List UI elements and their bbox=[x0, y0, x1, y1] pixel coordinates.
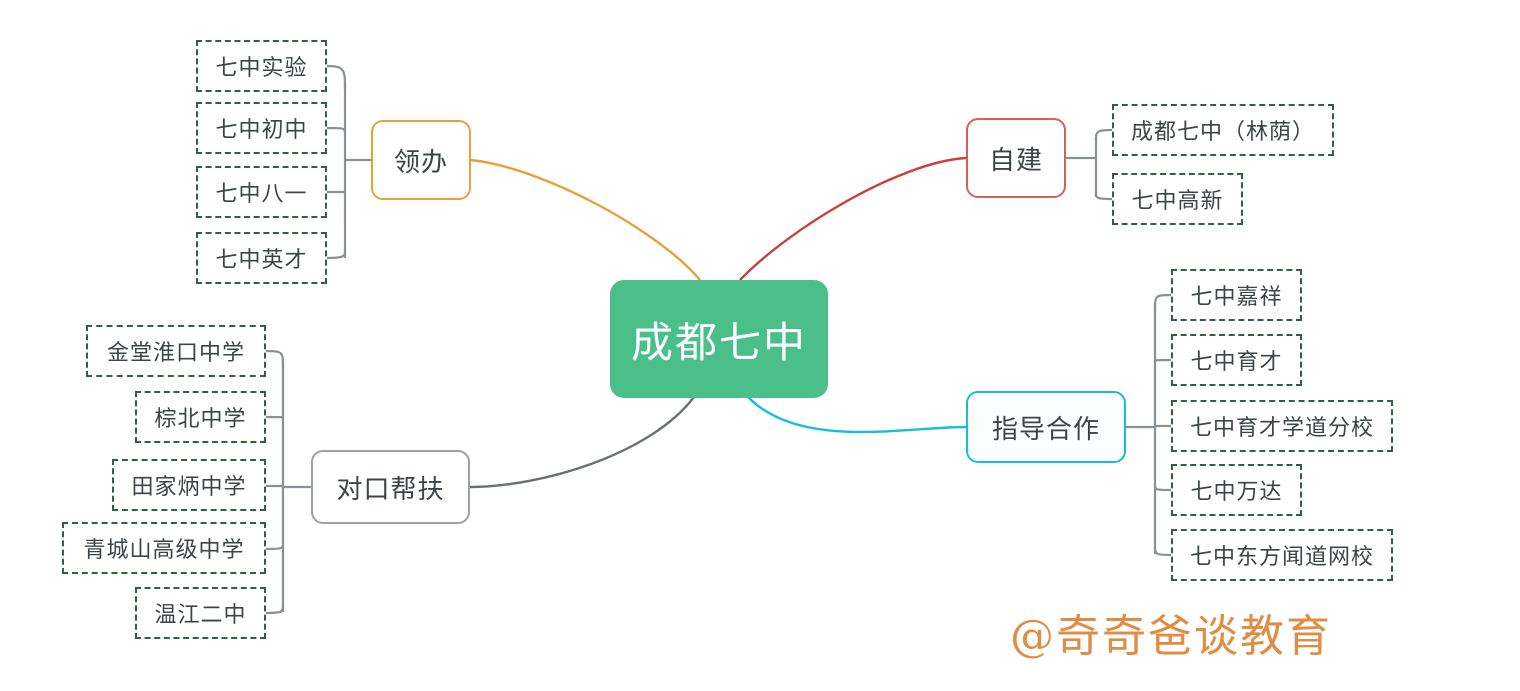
root-node-label: 成都七中 bbox=[630, 318, 807, 366]
leaf-node[interactable]: 七中英才 bbox=[196, 232, 327, 284]
edge-root-zijian bbox=[739, 156, 967, 281]
leaf-node[interactable]: 七中东方闻道网校 bbox=[1171, 529, 1393, 581]
leaf-node[interactable]: 七中嘉祥 bbox=[1171, 269, 1302, 321]
watermark-text: @奇奇爸谈教育 bbox=[1010, 611, 1332, 662]
edge-duikou-leaf-4 bbox=[265, 603, 285, 615]
leaf-node[interactable]: 青城山高级中学 bbox=[62, 522, 266, 574]
edge-lingban-leaf-3 bbox=[326, 249, 347, 260]
leaf-label: 七中高新 bbox=[1131, 188, 1224, 213]
edge-lingban-leaf-1 bbox=[326, 126, 347, 135]
branch-label-lingban: 领办 bbox=[393, 146, 448, 177]
leaf-label: 七中实验 bbox=[215, 55, 308, 80]
branch-label-duikoubangfu: 对口帮扶 bbox=[336, 473, 445, 504]
leaf-label: 田家炳中学 bbox=[131, 474, 247, 499]
leaf-label: 棕北中学 bbox=[154, 406, 247, 431]
leaf-node[interactable]: 七中高新 bbox=[1112, 173, 1243, 225]
leaf-label: 金堂淮口中学 bbox=[106, 340, 245, 365]
leaf-node[interactable]: 七中育才 bbox=[1171, 334, 1302, 386]
edge-root-duikou bbox=[469, 396, 695, 489]
branch-node-lingban[interactable]: 领办 bbox=[371, 120, 471, 200]
leaf-label: 七中育才学道分校 bbox=[1189, 415, 1374, 440]
edge-duikou-leaf-0 bbox=[265, 349, 285, 369]
leaf-label: 成都七中（林荫） bbox=[1130, 119, 1315, 144]
leaf-label: 七中初中 bbox=[215, 117, 308, 142]
leaf-label: 七中英才 bbox=[215, 247, 308, 272]
leaf-node[interactable]: 温江二中 bbox=[135, 587, 266, 639]
leaf-node[interactable]: 七中万达 bbox=[1171, 464, 1302, 516]
leaf-node[interactable]: 七中育才学道分校 bbox=[1171, 400, 1393, 452]
leaf-label: 七中嘉祥 bbox=[1190, 284, 1283, 309]
leaf-node[interactable]: 田家炳中学 bbox=[112, 459, 266, 511]
edge-root-lingban bbox=[470, 158, 701, 281]
leaf-node[interactable]: 七中初中 bbox=[196, 102, 327, 154]
leaf-node[interactable]: 金堂淮口中学 bbox=[86, 325, 266, 377]
branch-label-zhidaohezuo: 指导合作 bbox=[991, 413, 1100, 444]
edge-zijian-leaf-1 bbox=[1094, 191, 1113, 201]
edge-lingban-leaf-0 bbox=[326, 64, 347, 91]
leaf-node[interactable]: 成都七中（林荫） bbox=[1112, 104, 1334, 156]
edge-zhidao-leaf-1 bbox=[1153, 358, 1172, 363]
root-node[interactable]: 成都七中 bbox=[610, 280, 828, 398]
leaf-node[interactable]: 七中实验 bbox=[196, 40, 327, 92]
leaf-label: 七中八一 bbox=[215, 181, 308, 206]
branch-node-zijian[interactable]: 自建 bbox=[966, 118, 1066, 198]
leaf-label: 七中育才 bbox=[1190, 349, 1283, 374]
branch-node-duikoubangfu[interactable]: 对口帮扶 bbox=[311, 450, 470, 524]
edge-zhidao-leaf-3 bbox=[1153, 483, 1172, 492]
watermark: @奇奇爸谈教育 bbox=[1010, 600, 1332, 664]
leaf-label: 温江二中 bbox=[154, 602, 247, 627]
edge-zhidao-leaf-4 bbox=[1153, 545, 1172, 557]
leaf-node[interactable]: 七中八一 bbox=[196, 166, 327, 218]
leaf-label: 青城山高级中学 bbox=[83, 537, 245, 562]
leaf-label: 七中东方闻道网校 bbox=[1189, 544, 1374, 569]
leaf-node[interactable]: 棕北中学 bbox=[135, 391, 266, 443]
branch-label-zijian: 自建 bbox=[988, 144, 1043, 175]
edge-duikou-leaf-1 bbox=[265, 415, 285, 419]
edge-zhidao-leaf-0 bbox=[1153, 293, 1172, 311]
branch-node-zhidaohezuo[interactable]: 指导合作 bbox=[966, 391, 1126, 463]
edge-zijian-leaf-0 bbox=[1094, 128, 1113, 141]
edge-root-zhidao bbox=[747, 396, 967, 434]
leaf-label: 七中万达 bbox=[1190, 479, 1283, 504]
edge-duikou-leaf-3 bbox=[265, 543, 285, 551]
